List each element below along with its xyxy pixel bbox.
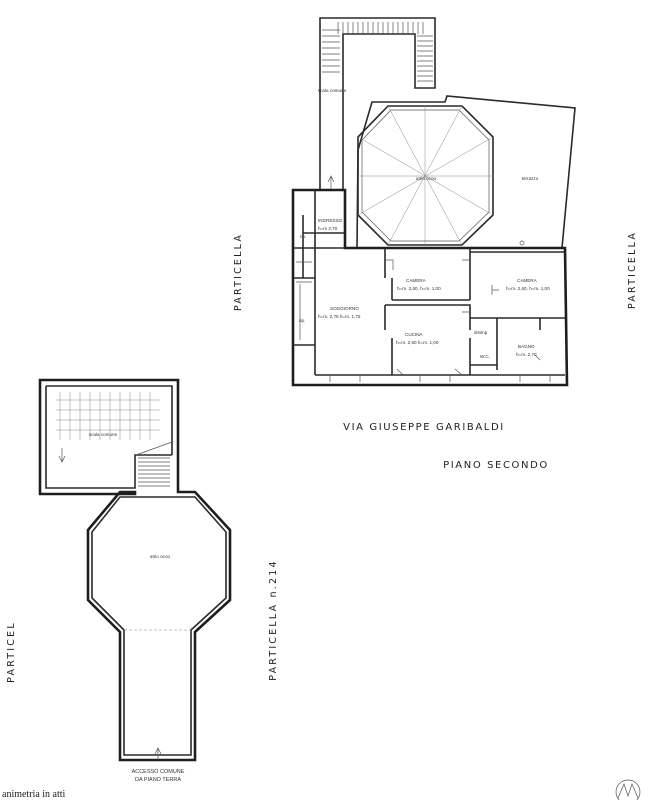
camera1-label: CAMERA: [406, 278, 427, 283]
particella-left-mid: PARTICELLA: [233, 233, 244, 311]
top-stair: scala comune: [318, 17, 436, 191]
bagno-height: h=m. 2,70: [516, 352, 537, 357]
upper-plan: scala comune atrio ocoo terrazzo: [291, 17, 576, 387]
footer-note: animetria in atti: [2, 789, 66, 800]
particella-left-bottom: PARTICEL: [6, 621, 17, 683]
lower-plan: scala comune atrio ocoo: [38, 378, 232, 762]
ingresso-label: INGRESSO: [318, 218, 343, 223]
apartment-walls: INGRESSO h=m 2,70 rip. rip. CAMERA h=m. …: [291, 188, 569, 387]
wc-label: W.C.: [480, 354, 490, 359]
ingresso-height: h=m 2,70: [318, 226, 338, 231]
upper-stair-label: scala comune: [318, 88, 347, 93]
lower-stair: scala comune: [56, 392, 173, 487]
lower-atrium-label: atrio ocoo: [150, 554, 171, 559]
camera1-height: h=m. 2,60, h=m. 1,00: [397, 286, 441, 291]
camera2-label: CAMERA: [517, 278, 538, 283]
camera2-height: h=m. 2,60, h=m. 1,00: [506, 286, 550, 291]
soggiorno-label: SOGGIORNO: [330, 306, 359, 311]
north-arrow-icon: [615, 779, 641, 800]
soggiorno-height: h=m. 2,75 h=m. 1,75: [318, 314, 361, 319]
particella-right-top: PARTICELLA: [627, 231, 638, 309]
rip1-label: rip.: [300, 234, 306, 239]
lower-stair-label: scala comune: [89, 432, 118, 437]
particella-214: PARTICELLA n.214: [268, 559, 279, 680]
street-label: VIA GIUSEPPE GARIBALDI: [343, 422, 505, 433]
accesso-line2: DA PIANO TERRA: [135, 777, 181, 783]
terrace-label: terrazzo: [522, 176, 539, 181]
rip2-label: rip.: [299, 318, 305, 323]
cucina-height: h=m. 2,60 h=m. 1,00: [396, 340, 439, 345]
cucina-label: CUCINA: [405, 332, 424, 337]
upper-atrium-label: atrio ocoo: [416, 176, 437, 181]
disimp-label: disimp: [474, 330, 488, 335]
bagno-label: BAGNO: [518, 344, 535, 349]
floor-label: PIANO SECONDO: [443, 460, 549, 471]
terrace: atrio ocoo terrazzo: [356, 95, 576, 249]
accesso-line1: ACCESSO COMUNE: [132, 769, 185, 775]
